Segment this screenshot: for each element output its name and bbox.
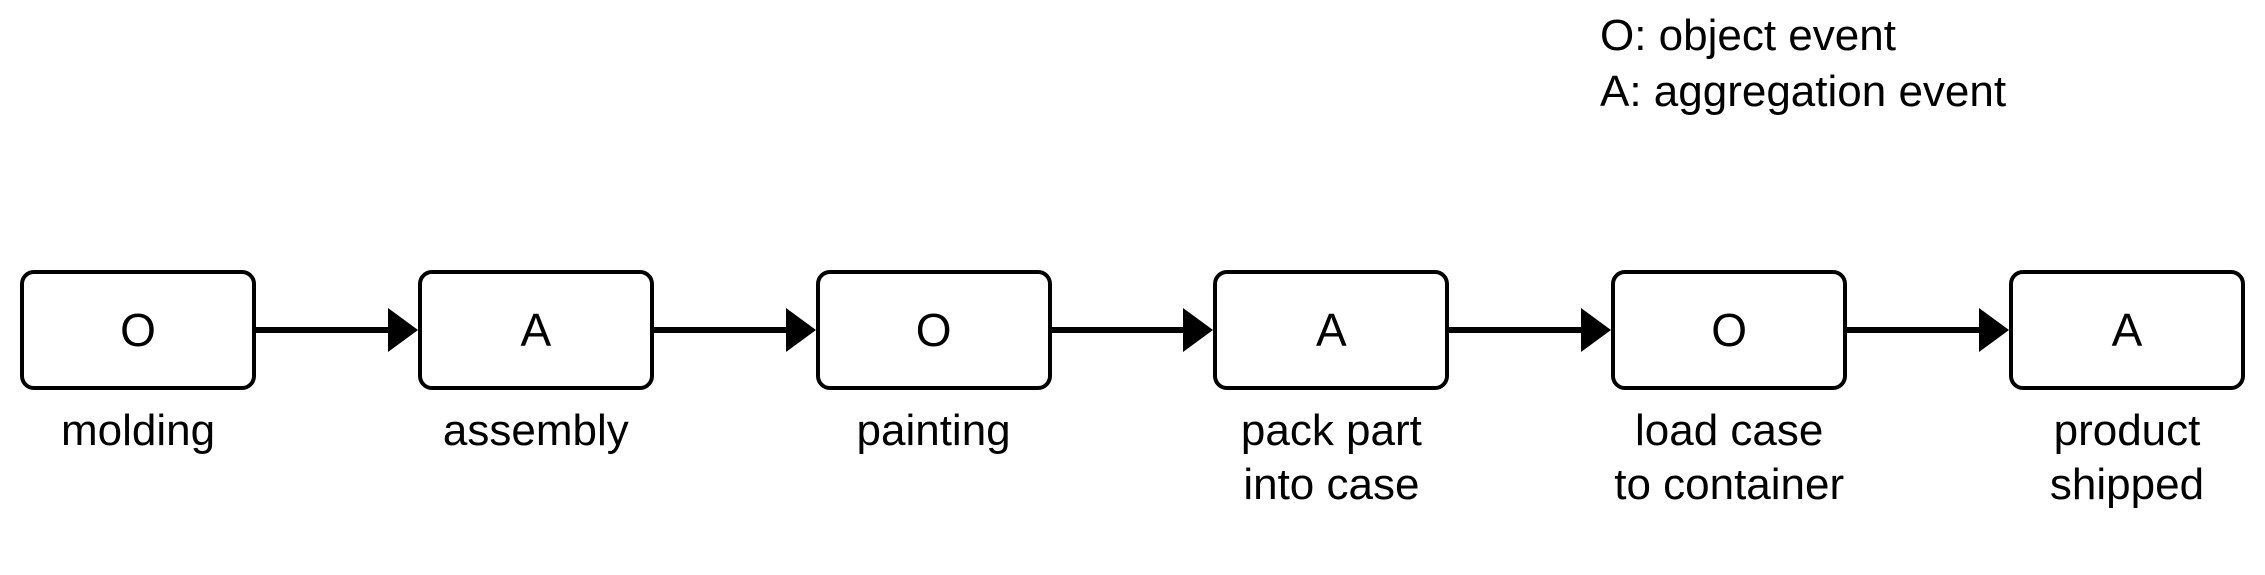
legend-line-aggregation-event: A: aggregation event — [1600, 67, 2007, 117]
arrow-head-icon — [785, 308, 816, 352]
node-label-line: painting — [856, 406, 1011, 455]
legend-line-object-event: O: object event — [1600, 11, 1896, 60]
arrow-head-icon — [1183, 308, 1214, 352]
arrow-head-icon — [387, 308, 418, 352]
node-box[interactable]: O — [815, 270, 1052, 390]
node-label-line: to container — [1614, 459, 1845, 509]
arrow-head-icon — [1978, 308, 2009, 352]
node-label: molding — [61, 404, 215, 458]
arrow-shaft — [1051, 327, 1188, 333]
event-type-letter: O — [1711, 304, 1748, 356]
node-label-line: assembly — [442, 406, 629, 455]
flow-node-load-case-to-container[interactable]: O load case to container — [1611, 270, 1848, 511]
node-box[interactable]: A — [417, 270, 654, 390]
arrow-load-case-to-product-shipped — [1847, 270, 2009, 390]
arrow-pack-part-to-load-case — [1449, 270, 1612, 390]
event-type-letter: A — [1316, 304, 1347, 356]
flow-node-pack-part-into-case[interactable]: A pack part into case — [1213, 270, 1450, 511]
node-box[interactable]: O — [20, 270, 256, 390]
node-label: load case to container — [1614, 404, 1844, 511]
arrow-shaft — [653, 327, 790, 333]
node-label-line: into case — [1243, 459, 1420, 509]
arrow-head-icon — [1581, 308, 1612, 352]
arrow-painting-to-pack-part — [1051, 270, 1214, 390]
node-label: assembly — [443, 404, 629, 458]
node-box[interactable]: A — [1213, 270, 1450, 390]
flow-node-painting[interactable]: O painting — [815, 270, 1052, 458]
event-type-letter: O — [120, 304, 156, 356]
flow-node-assembly[interactable]: A assembly — [417, 270, 654, 458]
node-label: pack part into case — [1241, 404, 1422, 511]
node-label-line: shipped — [2049, 459, 2205, 509]
arrow-assembly-to-painting — [653, 270, 816, 390]
node-label-line: load case — [1635, 406, 1824, 455]
event-type-letter: A — [2111, 304, 2143, 356]
arrow-molding-to-assembly — [256, 270, 418, 390]
arrow-shaft — [256, 327, 392, 333]
flow-node-molding[interactable]: O molding — [20, 270, 256, 458]
legend: O: object event A: aggregation event — [1600, 8, 2006, 121]
arrow-shaft — [1449, 327, 1586, 333]
event-type-letter: A — [520, 304, 552, 356]
node-label: painting — [857, 404, 1011, 458]
arrow-shaft — [1847, 327, 1983, 333]
node-label: product shipped — [2050, 404, 2204, 511]
node-label-line: pack part — [1240, 406, 1422, 455]
node-label-line: molding — [60, 406, 216, 455]
flow-node-product-shipped[interactable]: A product shipped — [2008, 270, 2245, 511]
node-label-line: product — [2053, 406, 2201, 455]
node-box[interactable]: A — [2008, 270, 2245, 390]
node-box[interactable]: O — [1611, 270, 1848, 390]
process-flow: O molding A assembly O painting — [20, 270, 2245, 511]
event-type-letter: O — [915, 304, 952, 356]
